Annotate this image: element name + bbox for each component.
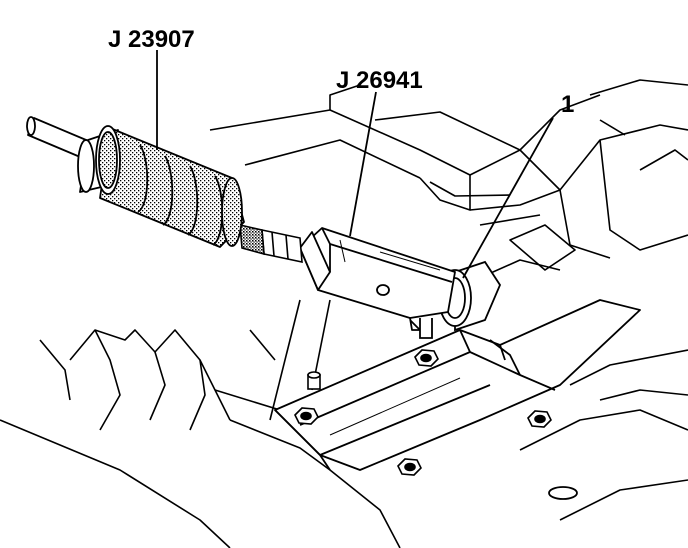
bolt-head <box>414 349 439 367</box>
bolt-head <box>397 458 422 476</box>
o-ring <box>548 486 578 500</box>
coupler <box>239 223 303 264</box>
support-peg <box>307 371 321 390</box>
leader-line-j26941 <box>349 91 377 237</box>
remover-adapter <box>299 227 456 331</box>
body-panels <box>209 79 688 301</box>
floor-pan <box>0 299 688 548</box>
bolt-head <box>527 410 552 428</box>
callout-j26941: J 26941 <box>336 67 423 94</box>
leader-line-bushing <box>462 117 554 279</box>
bolt-head <box>294 407 319 425</box>
leader-lines <box>156 50 554 279</box>
callout-bushing: 1 <box>561 91 574 118</box>
callout-j23907: J 23907 <box>108 26 195 53</box>
mounting-bolts <box>294 349 552 476</box>
slide-hammer <box>26 116 245 248</box>
mounting-bracket <box>274 299 641 471</box>
